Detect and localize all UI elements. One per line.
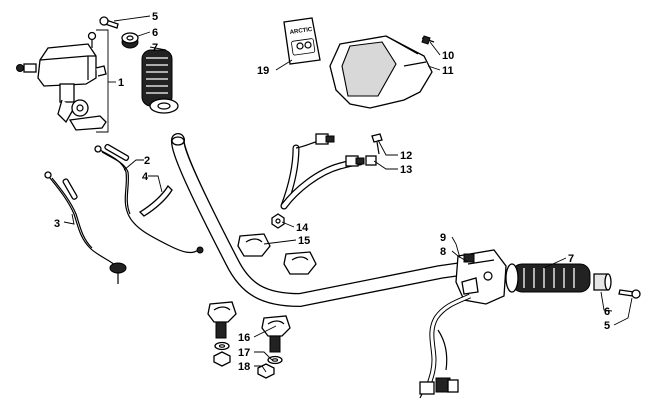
callout-8: 8 bbox=[440, 246, 446, 258]
decal: ARCTIC bbox=[283, 17, 321, 65]
leader-lines bbox=[63, 15, 633, 373]
brake-cable bbox=[44, 171, 127, 284]
nut bbox=[271, 213, 285, 229]
heater-harness bbox=[280, 133, 377, 210]
riser-left bbox=[207, 301, 237, 339]
callout-1: 1 bbox=[118, 77, 124, 89]
switch-harness bbox=[419, 293, 471, 399]
left-collar bbox=[121, 32, 139, 49]
callout-6-right: 6 bbox=[604, 306, 610, 318]
right-screw bbox=[618, 289, 641, 299]
callout-5-left: 5 bbox=[152, 11, 158, 23]
right-grip bbox=[505, 263, 591, 293]
callout-2: 2 bbox=[144, 155, 150, 167]
washers bbox=[214, 341, 283, 365]
throttle-cable bbox=[94, 143, 204, 254]
callout-17: 17 bbox=[238, 347, 250, 359]
throttle-assembly bbox=[16, 31, 107, 131]
callout-9: 9 bbox=[440, 232, 446, 244]
callout-7-left: 7 bbox=[152, 42, 158, 54]
right-collar bbox=[593, 273, 612, 291]
callout-10: 10 bbox=[442, 50, 454, 62]
harness-screw bbox=[371, 133, 383, 155]
handlebar bbox=[170, 133, 475, 307]
callout-5-right: 5 bbox=[604, 320, 610, 332]
strap bbox=[138, 184, 173, 217]
decal-text: ARCTIC bbox=[289, 27, 313, 36]
instrument-pod bbox=[329, 35, 433, 109]
callout-bracket-1 bbox=[96, 29, 109, 133]
upper-clamp-left bbox=[237, 233, 271, 257]
callout-15: 15 bbox=[298, 235, 310, 247]
callout-11: 11 bbox=[442, 65, 454, 77]
callout-18: 18 bbox=[238, 361, 250, 373]
callout-12: 12 bbox=[400, 150, 412, 162]
switch-housing bbox=[455, 249, 507, 305]
riser-nuts bbox=[213, 351, 275, 379]
callout-6-left: 6 bbox=[152, 27, 158, 39]
callout-3: 3 bbox=[54, 218, 60, 230]
callout-13: 13 bbox=[400, 164, 412, 176]
upper-clamp-right bbox=[283, 251, 317, 275]
left-grip bbox=[141, 49, 179, 114]
riser-right bbox=[261, 315, 291, 353]
pod-screw bbox=[421, 35, 435, 45]
callout-7-right: 7 bbox=[568, 253, 574, 265]
callout-16: 16 bbox=[238, 332, 250, 344]
callout-19: 19 bbox=[257, 65, 269, 77]
callout-14: 14 bbox=[296, 222, 309, 234]
callout-4: 4 bbox=[142, 171, 149, 183]
callout-labels: 1 2 3 4 5 6 7 10 11 19 12 13 14 15 16 17… bbox=[54, 11, 610, 373]
left-screw bbox=[99, 16, 119, 29]
